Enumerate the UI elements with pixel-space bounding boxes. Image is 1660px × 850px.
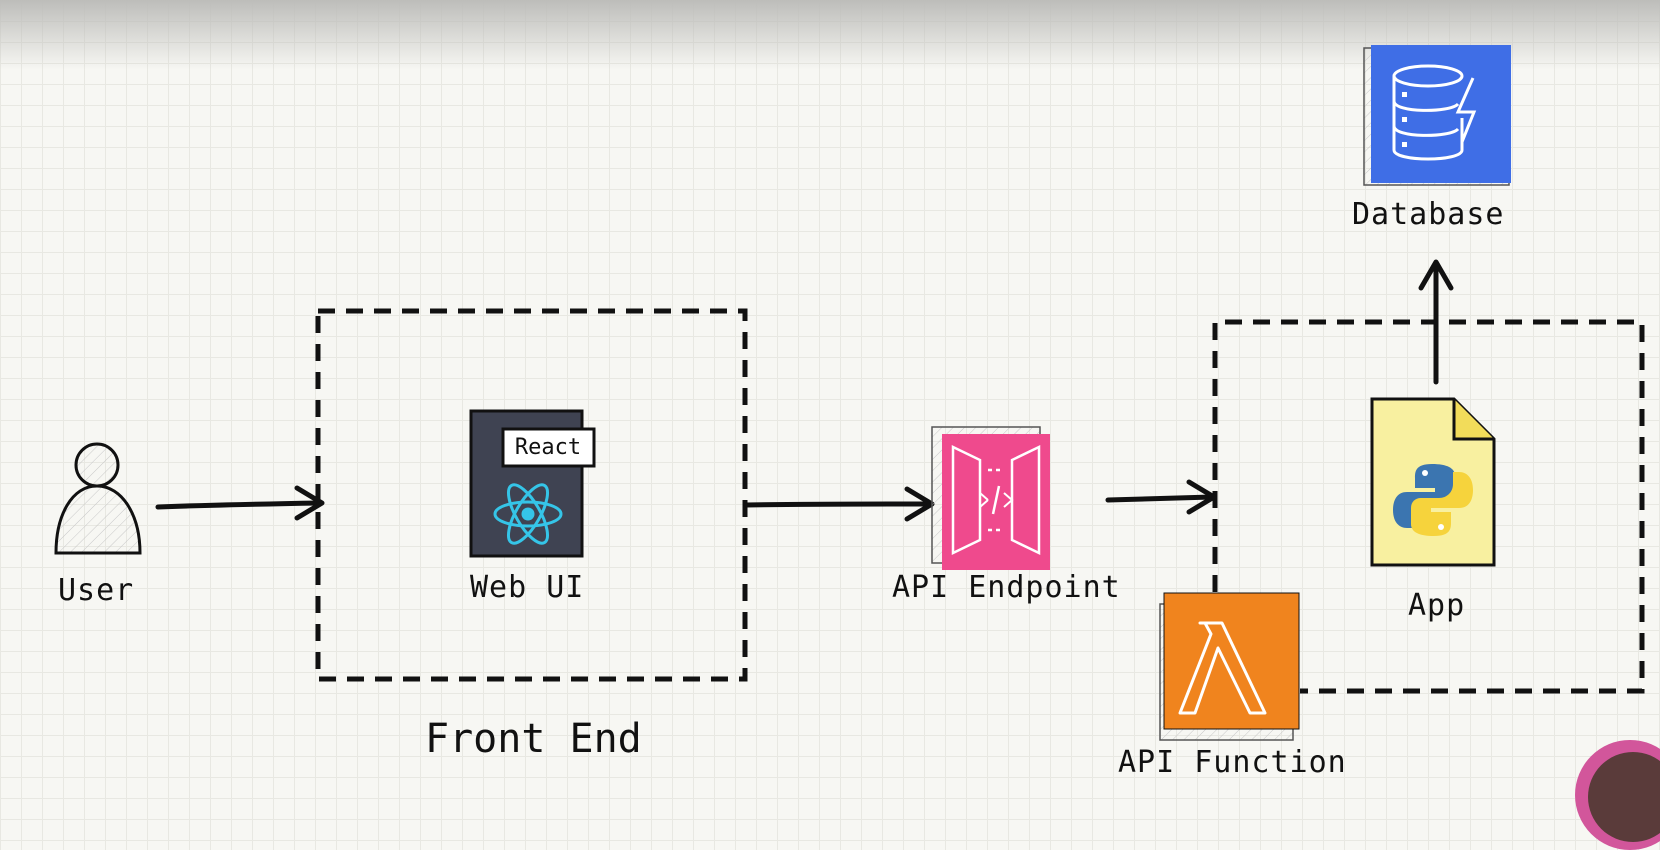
database-label: Database: [1352, 197, 1505, 232]
front-end-group-label: Front End: [425, 716, 642, 762]
app-label: App: [1408, 588, 1466, 623]
api-function-label: API Function: [1118, 745, 1347, 780]
react-tag-label: React: [515, 435, 581, 460]
dynamodb-icon: [1363, 45, 1511, 186]
arrow-api-endpoint-to-function: [1105, 479, 1217, 515]
arrow-user-to-frontend: [155, 485, 325, 521]
python-file-icon: [1370, 397, 1496, 567]
lambda-icon: [1159, 592, 1300, 741]
person-icon: [54, 442, 142, 555]
user-label: User: [58, 573, 135, 608]
api-endpoint-label: API Endpoint: [892, 570, 1121, 605]
arrow-frontend-to-api-endpoint: [743, 486, 935, 522]
arrow-app-to-database: [1418, 259, 1454, 385]
api-gateway-icon: [931, 426, 1050, 570]
react-icon: React: [469, 409, 596, 558]
backend-group-border: [1212, 319, 1645, 694]
front-end-group-border: [315, 308, 748, 682]
web-ui-label: Web UI: [470, 570, 585, 605]
diagram-svg: React: [54, 45, 1645, 741]
